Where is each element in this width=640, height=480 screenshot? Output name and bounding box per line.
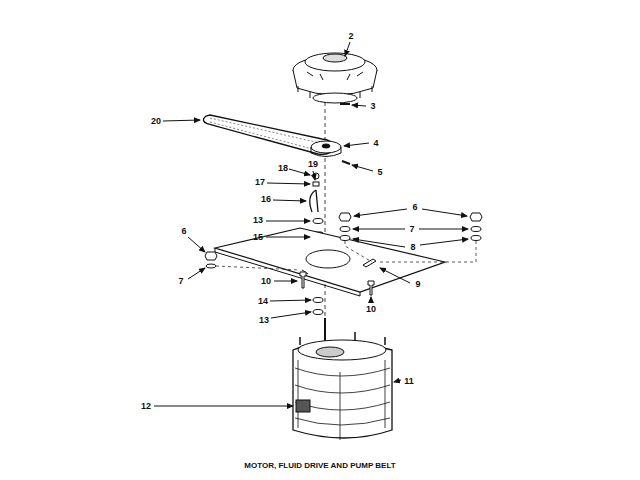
callout-number: 6 [412, 203, 417, 212]
callout-number: 7 [409, 225, 414, 234]
callout-number: 18 [278, 164, 288, 173]
callout-number: 6 [181, 227, 186, 236]
callout-number: 2 [348, 32, 353, 41]
callout-number: 17 [255, 178, 265, 187]
callout-number: 15 [253, 233, 263, 242]
callout-number: 13 [253, 216, 263, 225]
callout-number: 12 [141, 402, 151, 411]
callout-number: 14 [258, 297, 268, 306]
callout-number: 9 [415, 280, 420, 289]
callout-number: 8 [410, 243, 415, 252]
callout-number: 13 [259, 316, 269, 325]
caption: MOTOR, FLUID DRIVE AND PUMP BELT [244, 462, 395, 470]
callout-number: 5 [377, 168, 382, 177]
callout-number: 4 [373, 139, 378, 148]
callout-number: 3 [370, 102, 375, 111]
callout-number: 20 [151, 117, 161, 126]
callout-number: 10 [261, 277, 271, 286]
callout-number: 11 [404, 377, 414, 386]
callout-number: 7 [178, 277, 183, 286]
callout-number: 10 [366, 305, 376, 314]
callout-number: 19 [308, 160, 318, 169]
callout-number: 16 [261, 195, 271, 204]
